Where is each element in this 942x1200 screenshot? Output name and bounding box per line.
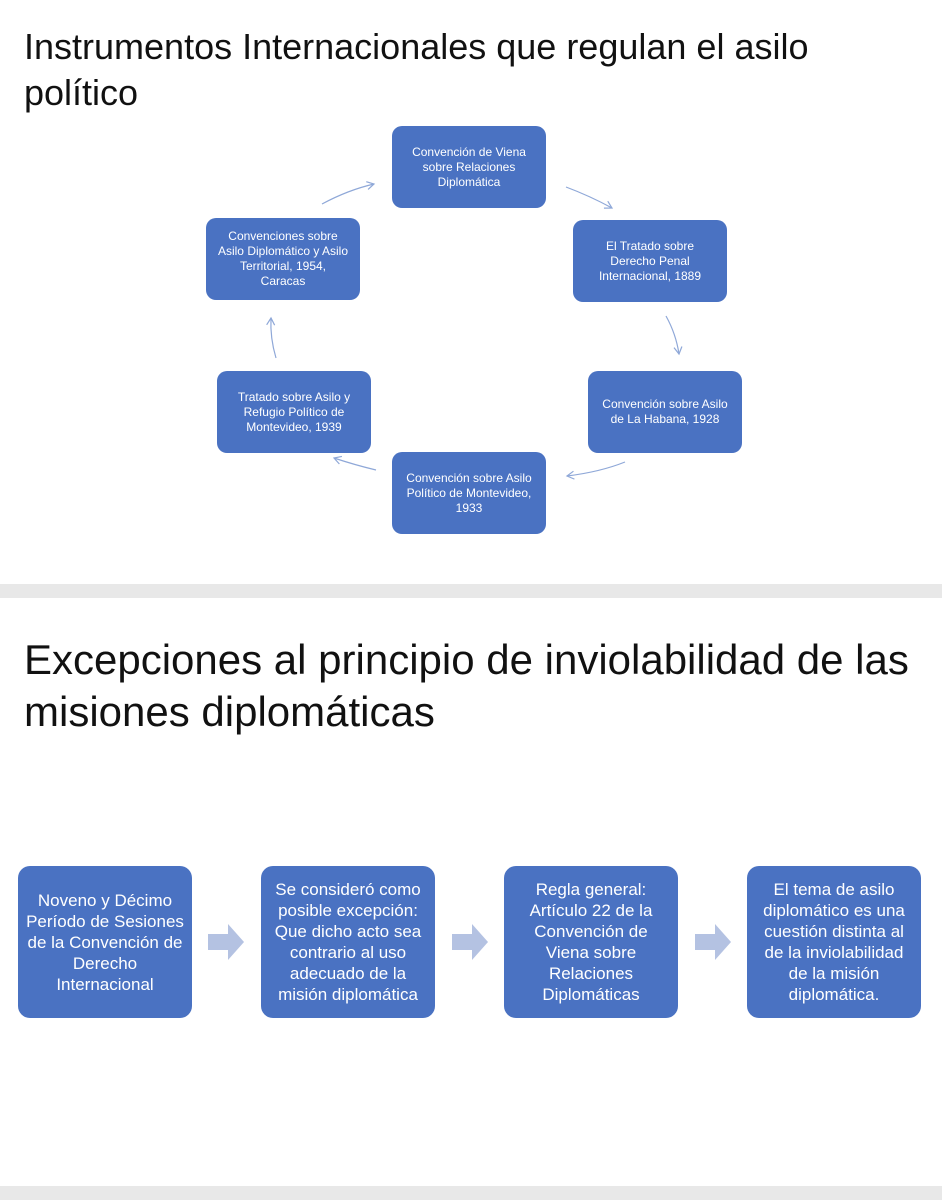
cycle-arrow-6 — [321, 181, 376, 205]
cycle-node-montevideo-1939: Tratado sobre Asilo y Refugio Político d… — [217, 371, 371, 453]
process-step-3: Regla general: Artículo 22 de la Convenc… — [504, 866, 678, 1018]
cycle-node-montevideo-1933: Convención sobre Asilo Político de Monte… — [392, 452, 546, 534]
slide-title: Excepciones al principio de inviolabilid… — [24, 636, 909, 735]
cycle-arrow-4 — [332, 455, 377, 471]
cycle-arrows — [266, 181, 683, 480]
slide-excepciones: Excepciones al principio de inviolabilid… — [0, 598, 942, 1186]
cycle-node-tratado-1889: El Tratado sobre Derecho Penal Internaci… — [573, 220, 727, 302]
cycle-node-caracas-1954: Convenciones sobre Asilo Diplomático y A… — [206, 218, 360, 300]
process-step-4: El tema de asilo diplomático es una cues… — [747, 866, 921, 1018]
cycle-arrow-1 — [565, 186, 614, 209]
slide-instrumentos: Instrumentos Internacionales que regulan… — [0, 0, 942, 584]
process-step-1: Noveno y Décimo Período de Sesiones de l… — [18, 866, 192, 1018]
process-arrow-2 — [452, 924, 488, 960]
process-arrow-3 — [695, 924, 731, 960]
cycle-arrow-5 — [266, 316, 277, 359]
cycle-arrow-3 — [565, 461, 626, 480]
slide-title: Instrumentos Internacionales que regulan… — [24, 26, 809, 113]
cycle-node-viena: Convención de Viena sobre Relaciones Dip… — [392, 126, 546, 208]
process-step-2: Se consideró como posible excepción: Que… — [261, 866, 435, 1018]
cycle-arrow-2 — [665, 315, 683, 356]
cycle-node-habana-1928: Convención sobre Asilo de La Habana, 192… — [588, 371, 742, 453]
process-arrow-1 — [208, 924, 244, 960]
